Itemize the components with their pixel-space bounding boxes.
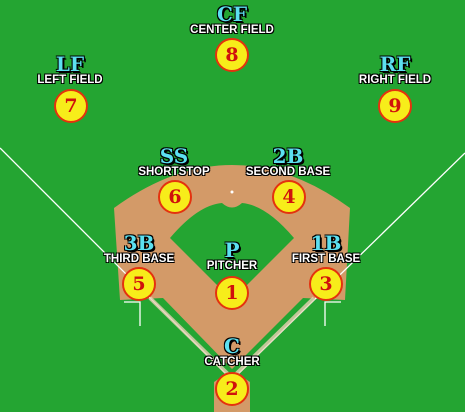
position-c: C CATCHER <box>167 336 297 369</box>
position-name: FIRST BASE <box>291 253 361 265</box>
position-abbr: 2B <box>272 144 304 168</box>
position-name: SECOND BASE <box>245 166 331 178</box>
position-1b: 1B FIRST BASE <box>261 233 391 266</box>
position-cf: CF CENTER FIELD <box>167 4 297 37</box>
position-name: CATCHER <box>204 356 260 368</box>
mound-marker <box>230 190 234 194</box>
position-abbr: 1B <box>310 231 342 255</box>
position-name: PITCHER <box>206 260 258 272</box>
base-paths <box>148 296 316 380</box>
position-number-1b: 3 <box>309 267 343 301</box>
position-name: SHORTSTOP <box>138 166 210 178</box>
position-number-rf: 9 <box>378 89 412 123</box>
position-number-3b: 5 <box>122 267 156 301</box>
position-p: P PITCHER <box>167 240 297 273</box>
position-number-lf: 7 <box>54 89 88 123</box>
position-2b: 2B SECOND BASE <box>223 146 353 179</box>
position-name: THIRD BASE <box>103 253 175 265</box>
position-abbr: LF <box>55 52 85 76</box>
coach-boxes <box>124 301 341 326</box>
position-number-2b: 4 <box>272 180 306 214</box>
position-abbr: CF <box>216 2 248 26</box>
position-number-p: 1 <box>215 276 249 310</box>
position-name: CENTER FIELD <box>190 24 274 36</box>
position-abbr: RF <box>379 52 411 76</box>
position-number-ss: 6 <box>158 180 192 214</box>
position-abbr: 3B <box>123 231 155 255</box>
position-name: LEFT FIELD <box>37 74 103 86</box>
position-abbr: P <box>224 238 240 262</box>
position-abbr: C <box>224 334 240 358</box>
position-number-cf: 8 <box>215 38 249 72</box>
position-ss: SS SHORTSTOP <box>109 146 239 179</box>
position-number-c: 2 <box>215 372 249 406</box>
position-abbr: SS <box>159 144 189 168</box>
position-name: RIGHT FIELD <box>358 74 432 86</box>
infield-grass <box>170 203 294 300</box>
position-3b: 3B THIRD BASE <box>74 233 204 266</box>
position-rf: RF RIGHT FIELD <box>330 54 460 87</box>
position-lf: LF LEFT FIELD <box>5 54 135 87</box>
